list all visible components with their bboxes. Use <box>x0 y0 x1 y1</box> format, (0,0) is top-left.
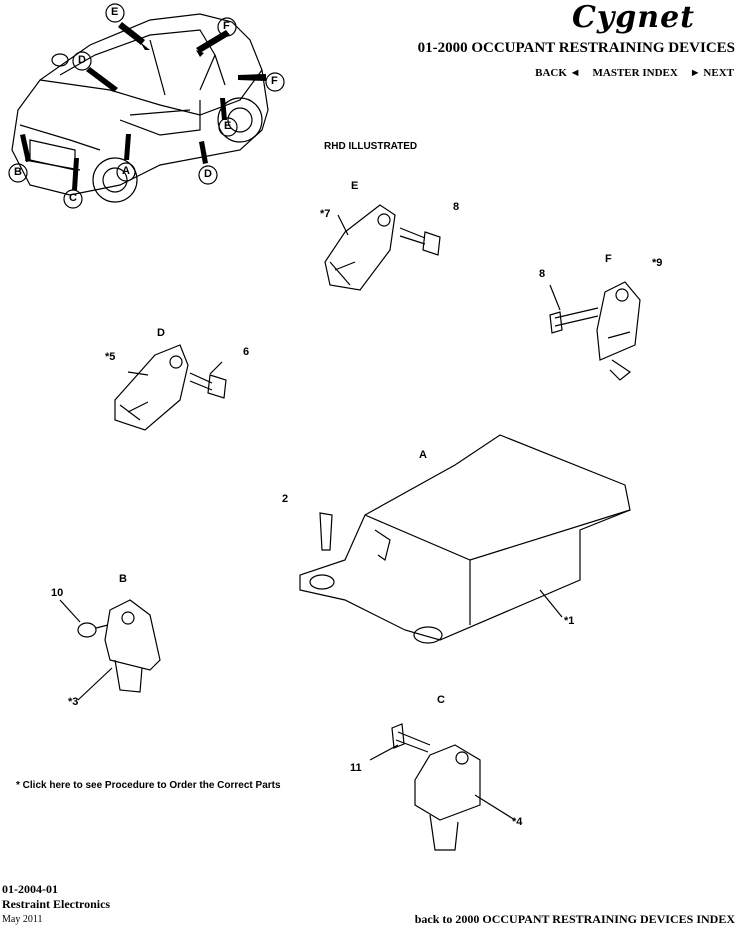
next-link[interactable]: ► NEXT <box>689 67 734 79</box>
document-subtitle: Restraint Electronics <box>2 897 111 911</box>
component-e-letter: E <box>351 180 359 192</box>
component-c-letter: C <box>437 694 445 706</box>
vehicle-callout-f-top: F <box>223 20 230 32</box>
vehicle-callout-c: C <box>69 192 77 204</box>
master-index-link[interactable]: MASTER INDEX <box>592 67 678 79</box>
vehicle-callout-b: B <box>14 166 22 178</box>
sensor-e-drawing <box>324 204 441 291</box>
component-a-part: *1 <box>564 615 575 627</box>
nav-bar: BACK ◄ MASTER INDEX ► NEXT <box>535 67 734 79</box>
back-to-index-link[interactable]: back to 2000 OCCUPANT RESTRAINING DEVICE… <box>414 912 735 926</box>
vehicle-callout-f-rear: F <box>271 75 278 87</box>
sensor-f-drawing <box>549 281 641 381</box>
vehicle-callout-circles <box>8 3 285 209</box>
component-c-bolt: 11 <box>350 762 362 774</box>
component-f-letter: F <box>605 253 612 265</box>
rhd-note: RHD ILLUSTRATED <box>324 141 418 152</box>
sensor-b-drawing <box>59 599 161 701</box>
vehicle-callout-e-top: E <box>111 6 119 18</box>
component-d-bolt: 6 <box>243 346 250 358</box>
order-parts-link[interactable]: * Click here to see Procedure to Order t… <box>16 780 281 791</box>
vehicle-callout-arrows <box>20 22 266 190</box>
component-a-bolt: 2 <box>282 493 289 505</box>
document-date: May 2011 <box>2 914 43 925</box>
component-a-letter: A <box>419 449 427 461</box>
component-d-part: *5 <box>105 351 116 363</box>
sensor-c-drawing <box>369 723 516 851</box>
component-f-part: *9 <box>652 257 663 269</box>
component-b-nut: 10 <box>51 587 64 599</box>
component-e-part: *7 <box>320 208 331 220</box>
sensor-d-drawing <box>114 344 227 431</box>
vehicle-callout-d-front: D <box>78 54 86 66</box>
component-e-bolt: 8 <box>453 201 460 213</box>
component-c-part: *4 <box>512 816 523 828</box>
component-b-part: *3 <box>68 696 79 708</box>
control-unit-a-drawing <box>299 434 631 644</box>
page-title: 01-2000 OCCUPANT RESTRAINING DEVICES <box>417 40 735 56</box>
vehicle-callout-e-side: E <box>224 120 232 132</box>
component-b-letter: B <box>119 573 127 585</box>
vehicle-callout-d-side: D <box>204 168 212 180</box>
component-d-letter: D <box>157 327 165 339</box>
vehicle-callout-a: A <box>122 165 130 177</box>
document-code: 01-2004-01 <box>2 882 58 896</box>
component-f-bolt: 8 <box>539 268 546 280</box>
cygnet-logo: Cygnet <box>572 0 696 35</box>
back-link[interactable]: BACK ◄ <box>535 67 581 79</box>
